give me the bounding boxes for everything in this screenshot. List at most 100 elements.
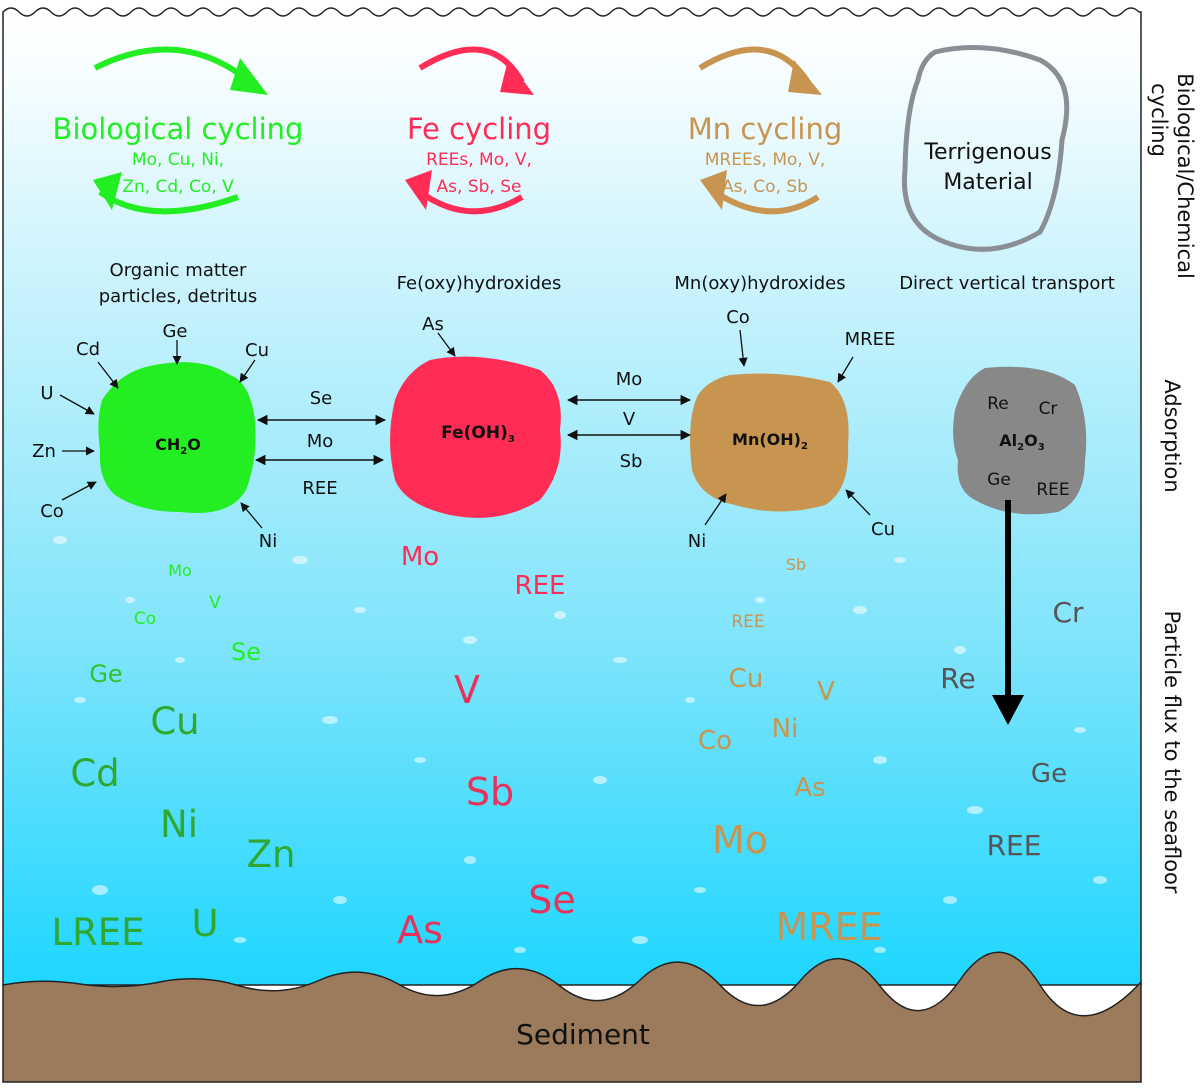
- mn-cycle-elements-2: As, Co, Sb: [722, 177, 808, 197]
- arrowhead-icon: [788, 60, 822, 95]
- sediment-layer: [2, 951, 1142, 1083]
- flux-green-ni: Ni: [160, 803, 198, 846]
- ch2o-label: CH2O: [155, 435, 201, 457]
- arrowhead-icon: [405, 170, 432, 210]
- flux-red-mo: Mo: [401, 542, 439, 572]
- green-flux-labels: Mo Co V Se Ge Cu Cd Ni Zn LREE U: [51, 561, 295, 954]
- mn-adsorption-arrows: [704, 329, 871, 526]
- organic-matter-label-1: Organic matter: [110, 260, 247, 281]
- om-fe-element-ree: REE: [302, 478, 337, 499]
- fe-element-as: As: [422, 314, 444, 335]
- feoh-particle: [390, 356, 561, 518]
- bio-cycle-elements-2: Zn, Cd, Co, V: [122, 177, 234, 197]
- down-arrowhead-icon: [992, 695, 1024, 725]
- fe-cycle-elements-1: REEs, Mo, V,: [426, 150, 532, 170]
- flux-green-v: V: [209, 593, 221, 613]
- flux-brown-ree: REE: [731, 612, 764, 632]
- mn-oxyhydroxides-label: Mn(oxy)hydroxides: [674, 273, 845, 294]
- om-fe-element-mo: Mo: [307, 431, 334, 452]
- flux-green-lree: LREE: [51, 911, 144, 954]
- mn-element-cu: Cu: [871, 519, 895, 540]
- sediment-label: Sediment: [516, 1018, 650, 1051]
- flux-brown-cu: Cu: [729, 664, 764, 694]
- ch2o-adsorption-arrows: [59, 340, 263, 529]
- mn-element-mree: MREE: [845, 329, 896, 350]
- mn-element-ni: Ni: [688, 531, 706, 552]
- mnoh-particle: [690, 373, 849, 512]
- brown-flux-labels: Sb REE Cu V Co Ni As Mo MREE: [698, 555, 883, 949]
- fe-adsorption-arrow: [437, 332, 456, 357]
- flux-green-co: Co: [134, 609, 156, 629]
- flux-brown-mo: Mo: [712, 818, 768, 862]
- flux-red-ree: REE: [515, 571, 566, 601]
- arrowhead-icon: [700, 170, 727, 210]
- al-element-re: Re: [987, 394, 1009, 414]
- fe-mn-element-sb: Sb: [620, 451, 643, 472]
- side-label-particle-flux: Particle flux to the seafloor: [1160, 610, 1184, 893]
- water-flecks: [53, 536, 1107, 953]
- terrigenous-outline: [901, 45, 1070, 252]
- al-element-cr: Cr: [1039, 399, 1058, 419]
- bio-cycle-title: Biological cycling: [53, 112, 304, 146]
- flux-green-se: Se: [231, 638, 261, 666]
- side-label-cycling-1: Biological/Chemical: [1173, 73, 1197, 279]
- om-fe-element-se: Se: [310, 388, 333, 409]
- red-flux-labels: Mo REE V Sb Se As: [397, 542, 576, 952]
- terrigenous-label-1: Terrigenous: [923, 140, 1051, 165]
- al-element-ree: REE: [1036, 480, 1069, 500]
- fe-cycle-title: Fe cycling: [407, 112, 551, 146]
- ch2o-element-cd: Cd: [76, 339, 100, 360]
- ch2o-particle: [98, 362, 256, 514]
- arrowhead-icon: [230, 58, 268, 95]
- bio-cycle-elements-1: Mo, Cu, Ni,: [132, 150, 224, 170]
- flux-red-as: As: [397, 908, 443, 952]
- fe-mn-element-v: V: [623, 409, 636, 430]
- om-fe-exchange-arrows: [254, 414, 387, 466]
- flux-green-u: U: [191, 902, 218, 945]
- ch2o-element-ge: Ge: [162, 321, 187, 342]
- side-label-cycling-2: cycling: [1147, 83, 1171, 157]
- flux-gray-cr: Cr: [1052, 596, 1084, 629]
- mnoh-label: Mn(OH)2: [732, 430, 808, 452]
- flux-red-v: V: [454, 668, 480, 712]
- mn-element-co: Co: [726, 307, 750, 328]
- flux-green-cu: Cu: [150, 700, 199, 743]
- al2o3-label: Al2O3: [999, 431, 1044, 453]
- arrowhead-icon: [93, 172, 122, 210]
- flux-green-zn: Zn: [247, 833, 296, 876]
- flux-brown-co: Co: [698, 726, 732, 756]
- flux-red-sb: Sb: [466, 770, 514, 814]
- feoh-label: Fe(OH)3: [441, 423, 515, 445]
- direct-transport-label: Direct vertical transport: [899, 273, 1115, 294]
- ch2o-element-zn: Zn: [32, 441, 56, 462]
- water-body: [2, 7, 1142, 986]
- flux-brown-v: V: [817, 677, 835, 707]
- ch2o-element-co: Co: [40, 501, 64, 522]
- flux-brown-ni: Ni: [772, 714, 799, 744]
- fe-mn-exchange-arrows: [566, 394, 692, 441]
- al2o3-particle: [953, 366, 1087, 515]
- fe-cycle-elements-2: As, Sb, Se: [437, 177, 522, 197]
- flux-red-se: Se: [528, 878, 576, 922]
- flux-gray-ge: Ge: [1031, 759, 1067, 789]
- fe-mn-element-mo: Mo: [616, 369, 643, 390]
- flux-brown-sb: Sb: [786, 555, 806, 574]
- arrowhead-icon: [500, 60, 534, 95]
- ch2o-element-u: U: [40, 383, 53, 404]
- side-label-adsorption: Adsorption: [1160, 379, 1184, 492]
- flux-brown-as: As: [794, 773, 825, 803]
- mn-cycle-title: Mn cycling: [688, 112, 843, 146]
- ch2o-element-cu: Cu: [245, 340, 269, 361]
- flux-green-mo: Mo: [168, 561, 192, 580]
- flux-green-cd: Cd: [70, 752, 119, 795]
- terrigenous-label-2: Material: [943, 170, 1032, 195]
- flux-green-ge: Ge: [89, 660, 122, 688]
- al-element-ge: Ge: [987, 470, 1011, 490]
- gray-flux-labels: Cr Re Ge REE: [940, 596, 1084, 862]
- flux-gray-ree: REE: [987, 829, 1042, 862]
- ch2o-element-ni: Ni: [259, 531, 277, 552]
- organic-matter-label-2: particles, detritus: [99, 286, 258, 307]
- fe-oxyhydroxides-label: Fe(oxy)hydroxides: [397, 273, 562, 294]
